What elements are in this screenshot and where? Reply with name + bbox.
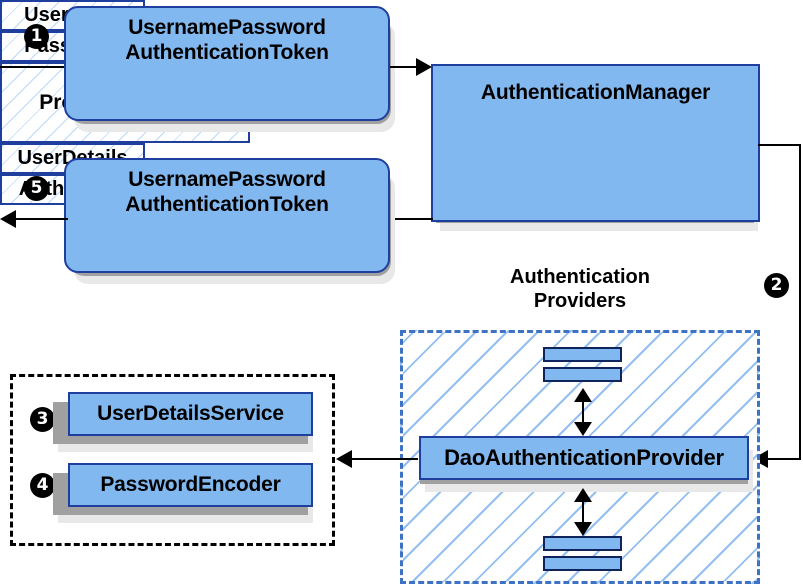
manager-to-response-token-line [390, 218, 433, 220]
providers-label-line1: Authentication [510, 266, 650, 288]
request-token-title-line2: AuthenticationToken [125, 41, 329, 64]
token-to-manager-line [390, 66, 420, 68]
node-user-details-service[interactable]: UserDetailsService [68, 392, 313, 436]
node-authentication-manager[interactable]: AuthenticationManager [431, 64, 760, 222]
manager-to-provider-line-bottom [768, 458, 801, 460]
provider-link-bottom-arrow-down [574, 522, 592, 536]
node-dao-authentication-provider[interactable]: DaoAuthenticationProvider [419, 436, 749, 480]
request-token-title-line1: UsernamePassword [128, 16, 326, 39]
step-badge-1: 1 [24, 24, 49, 49]
provider-link-top-arrow-up [574, 388, 592, 402]
provider-link-top-arrow-down [574, 422, 592, 436]
step-badge-5: 5 [24, 176, 49, 201]
step-badge-2: 2 [764, 273, 789, 298]
node-username-password-authentication-token-response[interactable]: UsernamePassword AuthenticationToken [64, 158, 390, 273]
provider-link-top-line [582, 392, 584, 428]
provider-to-details-line [352, 458, 418, 460]
node-password-encoder[interactable]: PasswordEncoder [68, 463, 313, 507]
authentication-providers-label: Authentication Providers [455, 265, 705, 313]
response-token-title-line2: AuthenticationToken [125, 193, 329, 216]
password-encoder-title: PasswordEncoder [100, 473, 281, 496]
authentication-manager-title: AuthenticationManager [480, 81, 711, 104]
provider-link-bottom-arrow-up [574, 488, 592, 502]
provider-link-bottom-line [582, 492, 584, 528]
manager-to-provider-line-top [758, 144, 801, 146]
manager-to-provider-line-vertical [799, 144, 801, 459]
dao-authentication-provider-title: DaoAuthenticationProvider [444, 445, 724, 470]
details-services-container [10, 374, 335, 546]
step-badge-4: 4 [30, 473, 55, 498]
provider-stub-top-2 [543, 367, 622, 382]
providers-label-line2: Providers [533, 290, 627, 312]
provider-stub-top-1 [543, 347, 622, 362]
incoming-request-line [0, 66, 64, 68]
response-outgoing-line [16, 218, 68, 220]
step-badge-3: 3 [30, 407, 55, 432]
user-details-service-title: UserDetailsService [97, 402, 284, 425]
provider-stub-bottom-2 [543, 556, 622, 571]
response-outgoing-arrowhead [0, 210, 16, 228]
provider-to-details-arrowhead [336, 450, 352, 468]
node-username-password-authentication-token-request[interactable]: UsernamePassword AuthenticationToken [64, 6, 390, 121]
provider-stub-bottom-1 [543, 536, 622, 551]
response-token-title-line1: UsernamePassword [128, 168, 326, 191]
token-to-manager-arrowhead [416, 58, 432, 76]
